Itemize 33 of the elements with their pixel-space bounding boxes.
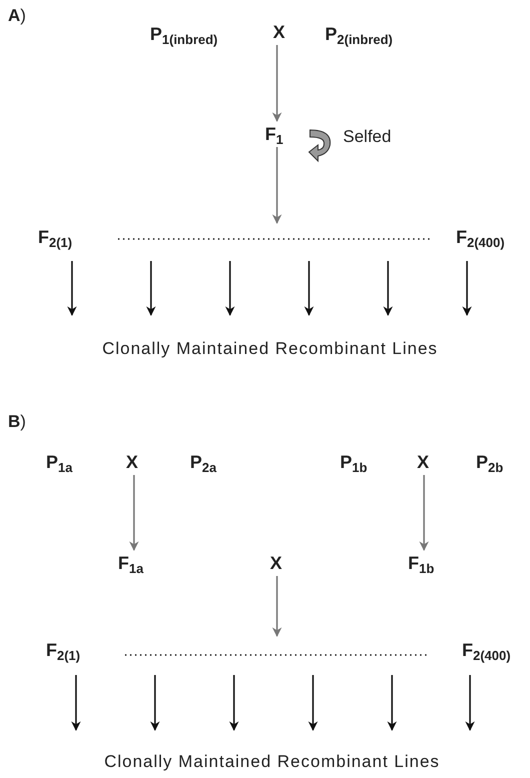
arrow: [272, 147, 282, 224]
arrow: [308, 675, 318, 731]
arrow: [272, 45, 282, 122]
arrow: [387, 675, 397, 731]
arrow: [272, 576, 282, 637]
generation-label: F$_{1a}$: [118, 553, 144, 573]
arrow: [304, 261, 314, 316]
panel-letter: B): [8, 412, 26, 432]
panel-letter: A): [8, 6, 26, 26]
generation-label: F$_{1}$: [265, 124, 284, 144]
arrow: [71, 675, 81, 731]
arrow: [150, 675, 160, 731]
arrow: [129, 475, 139, 551]
parent-label: P$_{2b}$: [476, 452, 504, 472]
arrow: [462, 261, 472, 316]
outcome-text: Clonally Maintained Recombinant Lines: [104, 752, 440, 772]
arrow: [67, 261, 77, 316]
cross-symbol: X: [270, 553, 282, 573]
arrow: [383, 261, 393, 316]
arrow: [229, 675, 239, 731]
arrow: [419, 475, 429, 551]
cross-symbol: X: [273, 22, 286, 42]
arrow: [465, 675, 475, 731]
side-label: Selfed: [343, 127, 392, 147]
generation-label: F$_{1b}$: [408, 553, 434, 573]
arrow: [225, 261, 235, 316]
parent-label: P$_{1a}$: [46, 452, 72, 472]
arrow: [146, 261, 156, 316]
parent-label: P$_{1b}$: [340, 452, 368, 472]
parent-label: P$_{2a}$: [190, 452, 216, 472]
outcome-text: Clonally Maintained Recombinant Lines: [102, 339, 438, 359]
cross-symbol: X: [126, 452, 138, 472]
cross-symbol: X: [417, 452, 430, 472]
